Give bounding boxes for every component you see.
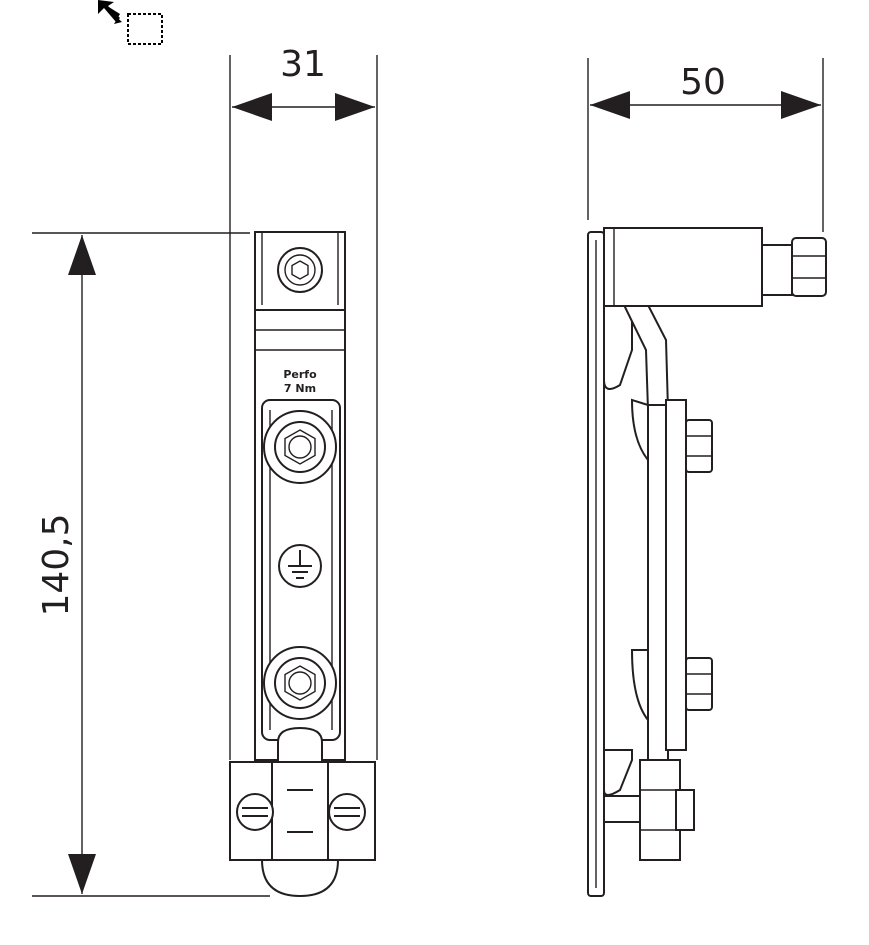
lower-bolt-icon [685,657,713,711]
ground-symbol-icon [278,544,322,588]
width-dimension-31: 31 [229,44,378,760]
upper-nut-icon [263,410,337,484]
lower-nut-icon [263,646,337,720]
torque-label-line2: 7 Nm [284,382,316,395]
side-view [587,227,827,897]
height-label: 140,5 [36,513,77,616]
torque-label-line1: Perfo [283,368,317,381]
depth-dimension-50: 50 [587,58,824,232]
width-label: 31 [280,44,326,85]
upper-bolt-icon [685,419,713,473]
right-clamp-screw-icon [328,793,366,831]
front-view: Perfo 7 Nm [229,231,376,898]
cursor-icon [98,0,163,45]
top-screw-icon [277,247,323,293]
depth-label: 50 [680,62,726,103]
height-dimension-140-5: 140,5 [32,232,270,897]
left-clamp-screw-icon [236,793,274,831]
